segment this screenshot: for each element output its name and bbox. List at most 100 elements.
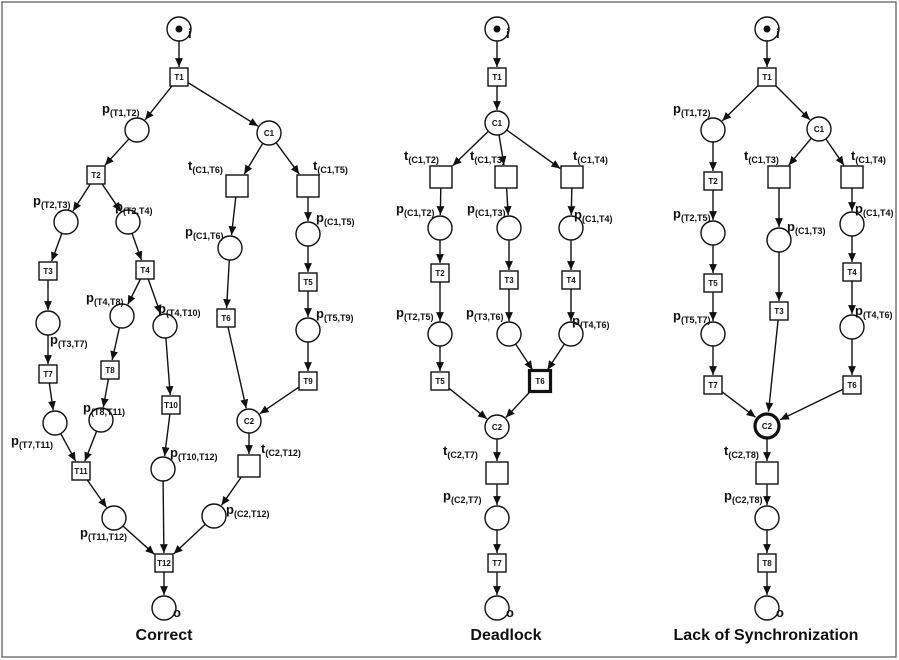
place-b_pC1T4 — [558, 215, 584, 241]
transition-c_T5 — [703, 273, 723, 293]
silent-transition-c_tC1T3 — [767, 165, 791, 189]
silent-transition-b_tC1T3 — [494, 165, 518, 189]
transition-b_T6 — [527, 368, 553, 394]
silent-transition-a_tC2T12 — [237, 454, 261, 478]
label-p-c2-t8-3: p(C2,T8) — [724, 488, 762, 505]
transition-b_T5 — [430, 371, 450, 391]
transition-a_T11 — [71, 461, 91, 481]
arc-c_T7-c_C2 — [721, 391, 756, 418]
label-i-3: i — [776, 26, 780, 41]
place-b_pC1T2 — [427, 215, 453, 241]
transition-label-a_T5: T5 — [303, 278, 313, 287]
place-c_pC1T3 — [766, 227, 792, 253]
arc-b_T6-b_C2 — [505, 391, 531, 418]
condition-c_C2 — [753, 412, 781, 440]
place-c_pC1T4 — [839, 211, 865, 237]
label-p-t5-t7-3: p(T5,T7) — [673, 308, 710, 325]
transition-a_T4 — [135, 260, 155, 280]
arc-a_pT2T4-a_T4 — [131, 233, 143, 261]
condition-b_C2 — [484, 414, 510, 440]
arc-a_T8-a_pT8T11 — [101, 378, 110, 408]
arc-a_pT8T11-a_T11 — [84, 430, 98, 462]
label-t-c1-t2-2: t(C1,T2) — [404, 148, 439, 165]
label-p-t2-t3-1: p(T2,T3) — [33, 193, 70, 210]
place-c_pT4T6 — [839, 314, 865, 340]
transition-b_T4 — [561, 270, 581, 290]
arc-a_tC1T6-a_pC1T6 — [228, 196, 237, 236]
transition-c_T6 — [842, 375, 862, 395]
condition-label-c_C2: C2 — [762, 422, 773, 431]
label-p-t2-t5-2: p(T2,T5) — [396, 305, 433, 322]
place-b_pT3T6 — [496, 321, 522, 347]
captions-layer: Correct Deadlock Lack of Synchronization — [136, 627, 859, 644]
place-a_pT1T2 — [124, 117, 150, 143]
arcs-layer — [44, 41, 856, 595]
label-p-t11-t12-1: p(T11,T12) — [80, 525, 127, 542]
label-p-c2-t7-2: p(C2,T7) — [443, 488, 481, 505]
transition-label-c_T7: T7 — [708, 381, 718, 390]
label-p-t4-t10-1: p(T4,T10) — [158, 301, 200, 318]
arc-a_pC1T6-a_T6 — [223, 259, 232, 309]
arc-a_pT11T12-a_T12 — [122, 525, 155, 555]
transition-a_T9 — [298, 371, 318, 391]
condition-b_C1 — [484, 110, 510, 136]
label-p-c1-t2-2: p(C1,T2) — [396, 201, 434, 218]
label-p-t4-t6-3: p(T4,T6) — [855, 303, 892, 320]
transition-label-c_T4: T4 — [847, 268, 857, 277]
transition-label-a_T2: T2 — [91, 171, 101, 180]
terminal-place-c_o — [754, 595, 780, 621]
transition-a_T10 — [161, 395, 181, 415]
place-c_pT1T2 — [700, 117, 726, 143]
arc-b_T5-b_C2 — [448, 387, 488, 420]
arc-a_pT10T12-a_T12 — [159, 480, 168, 554]
caption-lack-of-synchronization: Lack of Synchronization — [674, 627, 859, 644]
transition-a_T8 — [100, 360, 120, 380]
arc-b_pT3T6-b_T6 — [515, 343, 534, 371]
arc-a_T1-a_pT1T2 — [144, 85, 173, 121]
arc-a_pC2T12-a_T12 — [173, 523, 206, 555]
arc-a_T6-a_C2 — [227, 326, 249, 409]
place-a_pT3T7 — [35, 310, 61, 336]
transition-c_T1 — [757, 67, 777, 87]
label-p-c1-t3-2: p(C1,T3) — [467, 201, 505, 218]
label-t-c1-t6-1: t(C1,T6) — [188, 158, 223, 175]
arc-a_pT4T8-a_T8 — [110, 327, 121, 361]
arc-a_T10-a_pT10T12 — [161, 413, 171, 457]
arc-b_C1-b_tC1T3 — [498, 134, 507, 166]
label-p-t3-t7-1: p(T3,T7) — [50, 332, 87, 349]
arc-a_T2-a_pT2T3 — [72, 183, 91, 212]
place-a_pT5T9 — [295, 317, 321, 343]
label-p-t3-t6-2: p(T3,T6) — [466, 305, 503, 322]
token-dot — [493, 25, 501, 33]
label-p-c1-t3-3: p(C1,T3) — [787, 219, 825, 236]
transition-a_T12 — [154, 553, 174, 573]
arc-c_T1-c_C1 — [775, 85, 811, 121]
transition-a_T5 — [298, 272, 318, 292]
place-b_pT4T6 — [558, 321, 584, 347]
silent-transition-b_tC1T4 — [560, 165, 584, 189]
transition-label-a_T8: T8 — [105, 366, 115, 375]
transition-label-c_T3: T3 — [774, 307, 784, 316]
silent-transition-b_tC2T7 — [485, 461, 509, 485]
place-b_pC1T3 — [496, 215, 522, 241]
label-p-c1-t5-1: p(C1,T5) — [316, 210, 354, 227]
place-a_pT4T10 — [152, 313, 178, 339]
arc-a_T7-a_pT7T11 — [48, 382, 56, 411]
transition-a_T6 — [216, 308, 236, 328]
label-o-2: o — [506, 605, 514, 620]
place-a_pT8T11 — [88, 407, 114, 433]
arc-c_T1-c_pT1T2 — [721, 85, 759, 122]
condition-label-a_C2: C2 — [244, 417, 255, 426]
transition-label-c_T6: T6 — [847, 381, 857, 390]
label-i-1: i — [188, 26, 192, 41]
transition-label-c_T8: T8 — [762, 559, 772, 568]
label-p-t4-t8-1: p(T4,T8) — [86, 290, 123, 307]
transition-label-b_T6: T6 — [535, 377, 545, 386]
silent-transition-a_tC1T5 — [296, 174, 320, 198]
label-o-3: o — [776, 605, 784, 620]
label-p-c1-t4-3: p(C1,T4) — [855, 201, 893, 218]
arc-b_tC1T2-b_pC1T2 — [436, 187, 445, 216]
transition-label-c_T5: T5 — [708, 279, 718, 288]
condition-c_C1 — [806, 116, 832, 142]
